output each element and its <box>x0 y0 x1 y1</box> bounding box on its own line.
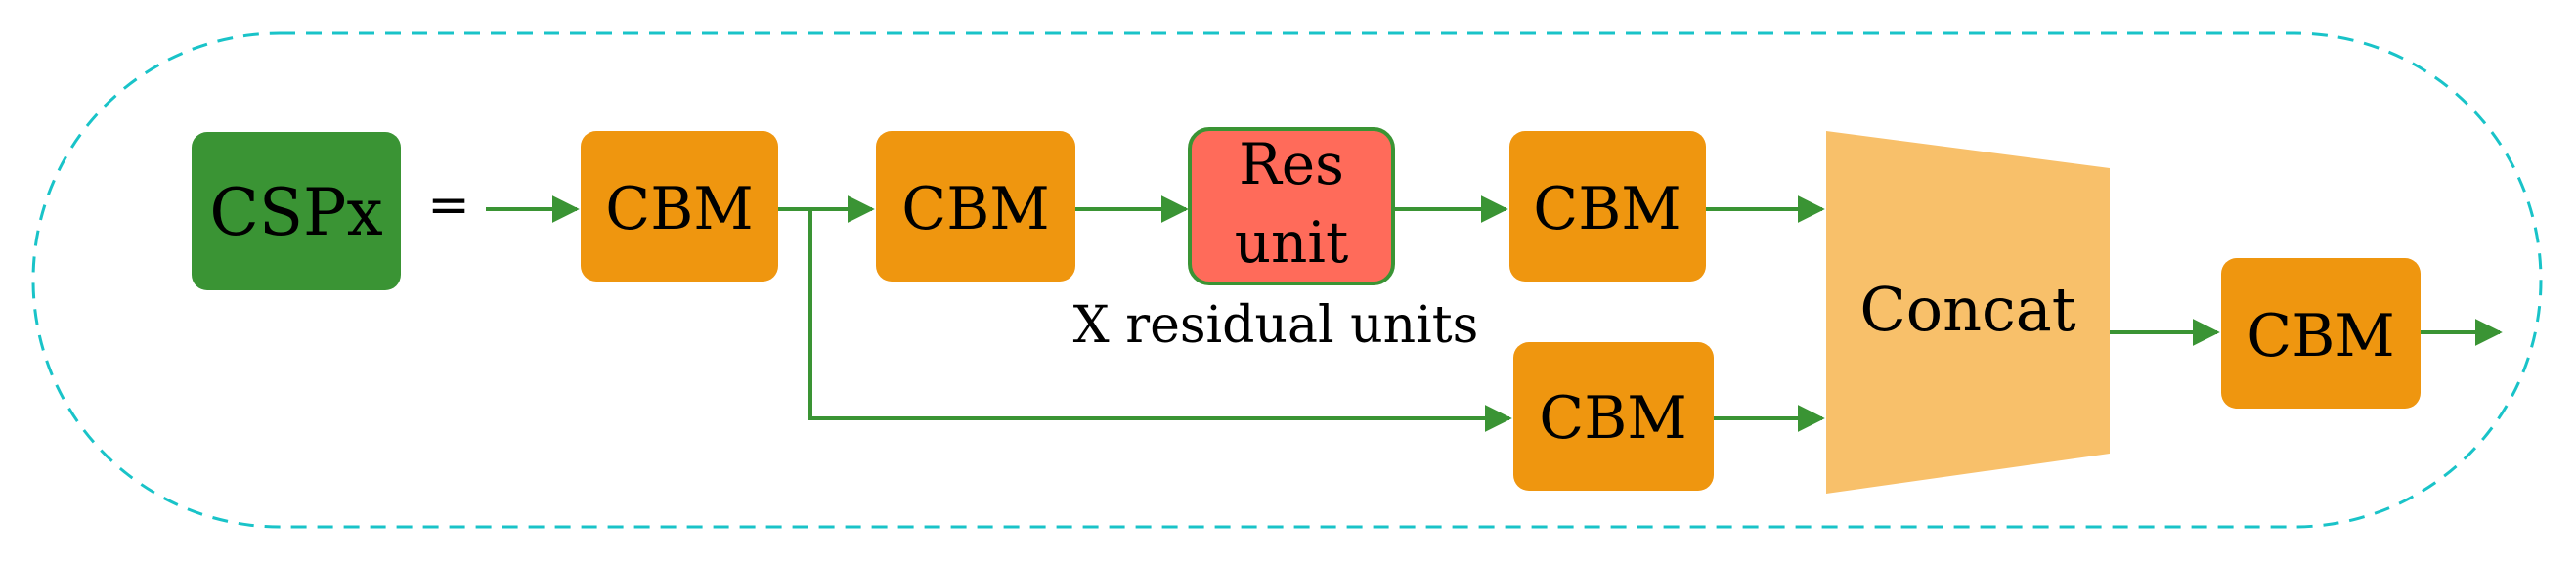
module-container <box>31 31 2543 529</box>
cbm-label-5: CBM <box>2247 302 2394 370</box>
connection-arrows <box>486 195 2503 432</box>
cbm-label-2: CBM <box>901 175 1049 243</box>
res-caption: X residual units <box>1073 296 1479 355</box>
cspx-label: CSPx <box>209 175 382 250</box>
cbm-label-4: CBM <box>1539 384 1686 453</box>
equals-sign: = <box>427 176 470 235</box>
cspx-block <box>192 132 401 290</box>
cbm-block-5 <box>2221 258 2421 409</box>
cbm-block-2 <box>876 131 1075 282</box>
cbm-label-1: CBM <box>605 175 753 243</box>
res-unit-block <box>1188 127 1395 285</box>
res-unit-label-line1: Res <box>1239 131 1344 197</box>
cbm-block-1 <box>581 131 778 282</box>
arrow-branch-to-cbm4 <box>808 209 1512 432</box>
cbm-block-3 <box>1509 131 1706 282</box>
cbm-block-4 <box>1513 342 1714 491</box>
res-unit-label-line2: unit <box>1235 209 1349 276</box>
concat-label: Concat <box>1859 274 2075 345</box>
concat-block <box>1826 131 2110 494</box>
cbm-label-3: CBM <box>1533 175 1681 243</box>
